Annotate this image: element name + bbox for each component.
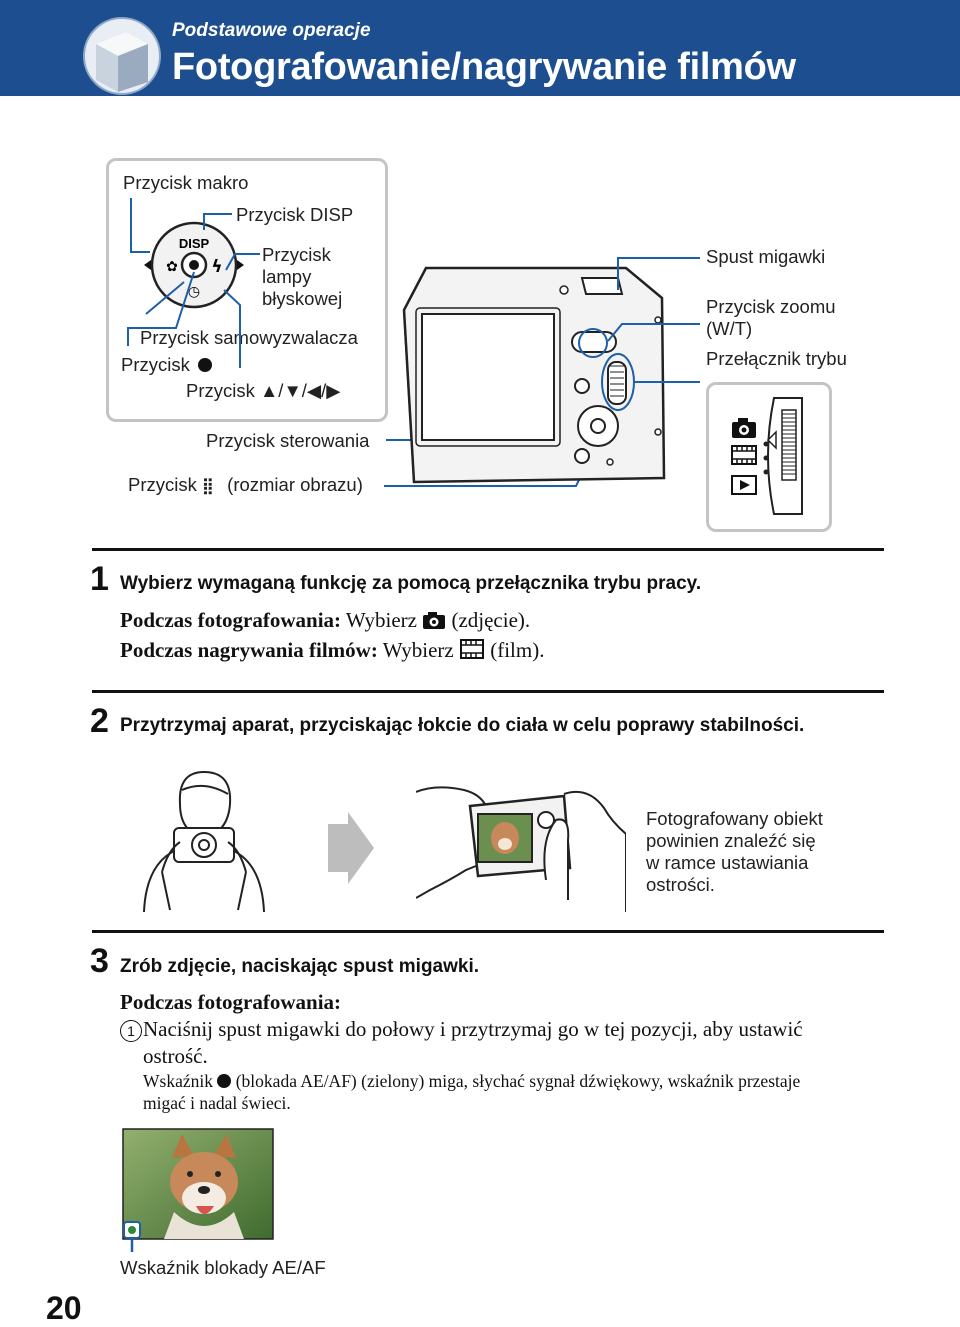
step-3-title: Zrób zdjęcie, naciskając spust migawki. (120, 956, 480, 977)
arrow-right-icon (328, 812, 374, 884)
step-1-number: 1 (90, 560, 109, 598)
section-tab-icon (83, 17, 161, 95)
svg-text:DISP: DISP (179, 236, 210, 251)
step-3-number: 3 (90, 942, 109, 980)
step-2-number: 2 (90, 702, 109, 740)
step-2-title: Przytrzymaj aparat, przyciskając łokcie … (120, 715, 805, 736)
playback-mode-icon (731, 475, 757, 495)
disp-button-label: Przycisk DISP (236, 204, 354, 225)
camera-mode-icon (732, 418, 756, 438)
step-3-item-line-2: ostrość. (143, 1044, 208, 1068)
control-button-label: Przycisk sterowania (206, 430, 370, 451)
movie-mode-icon (731, 445, 757, 465)
movie-mode-icon (459, 639, 484, 659)
center-button-label: Przycisk (121, 354, 213, 376)
step-3-rule (92, 930, 884, 933)
camera-back-illustration (402, 257, 700, 484)
self-timer-button-label: Przycisk samowyzwalacza (140, 327, 358, 348)
step-3-item-line-1: Naciśnij spust migawki do połowy i przyt… (143, 1017, 803, 1041)
mode-switch-label: Przełącznik trybu (706, 348, 847, 369)
step-1-line-photo: Podczas fotografowania: Wybierz (zdjęcie… (120, 608, 531, 632)
section-label: Podstawowe operacje (172, 20, 371, 41)
ae-af-dot-icon (217, 1074, 232, 1088)
step-2-rule (92, 690, 884, 693)
macro-button-label: Przycisk makro (123, 172, 249, 193)
hands-holding-camera-illustration (416, 786, 626, 912)
step-3-item-marker: 1 (120, 1020, 142, 1042)
step-1-line-movie: Podczas nagrywania filmów: Wybierz (film… (120, 638, 545, 662)
step-3-note-line-2: migać i nadal świeci. (143, 1093, 291, 1113)
dog-photo-screen-illustration (122, 1128, 274, 1252)
ae-af-indicator-caption: Wskaźnik blokady AE/AF (120, 1257, 326, 1278)
step-1-rule (92, 548, 884, 551)
step-1-title: Wybierz wymaganą funkcję za pomocą przeł… (120, 573, 702, 594)
person-holding-camera-illustration (143, 770, 265, 912)
shutter-button-label: Spust migawki (706, 246, 826, 267)
arrow-buttons-label: Przycisk ▲/▼/◀/▶ (186, 380, 341, 401)
control-pad-icon: DISP ✿ ϟ ◷ (127, 198, 260, 368)
step-3-subheading: Podczas fotografowania: (120, 990, 342, 1014)
mode-switch-illustration (731, 397, 803, 515)
mode-switch-detail-box (706, 382, 832, 532)
svg-text:◷: ◷ (188, 284, 200, 300)
image-size-button-label: Przycisk ⣿ (rozmiar obrazu) (128, 474, 363, 498)
camera-mode-icon (423, 612, 446, 629)
zoom-button-label: Przycisk zoomu(W/T) (706, 296, 836, 339)
svg-text:✿: ✿ (166, 259, 178, 275)
image-size-icon: ⣿ (202, 478, 214, 495)
center-dot-icon (198, 358, 213, 372)
svg-text:ϟ: ϟ (211, 257, 222, 277)
step-3-note-line-1: Wskaźnik (blokada AE/AF) (zielony) miga,… (143, 1071, 801, 1091)
control-panel-callout-box (106, 158, 388, 422)
page-number: 20 (46, 1290, 82, 1326)
page-title: Fotografowanie/nagrywanie filmów (172, 46, 796, 88)
